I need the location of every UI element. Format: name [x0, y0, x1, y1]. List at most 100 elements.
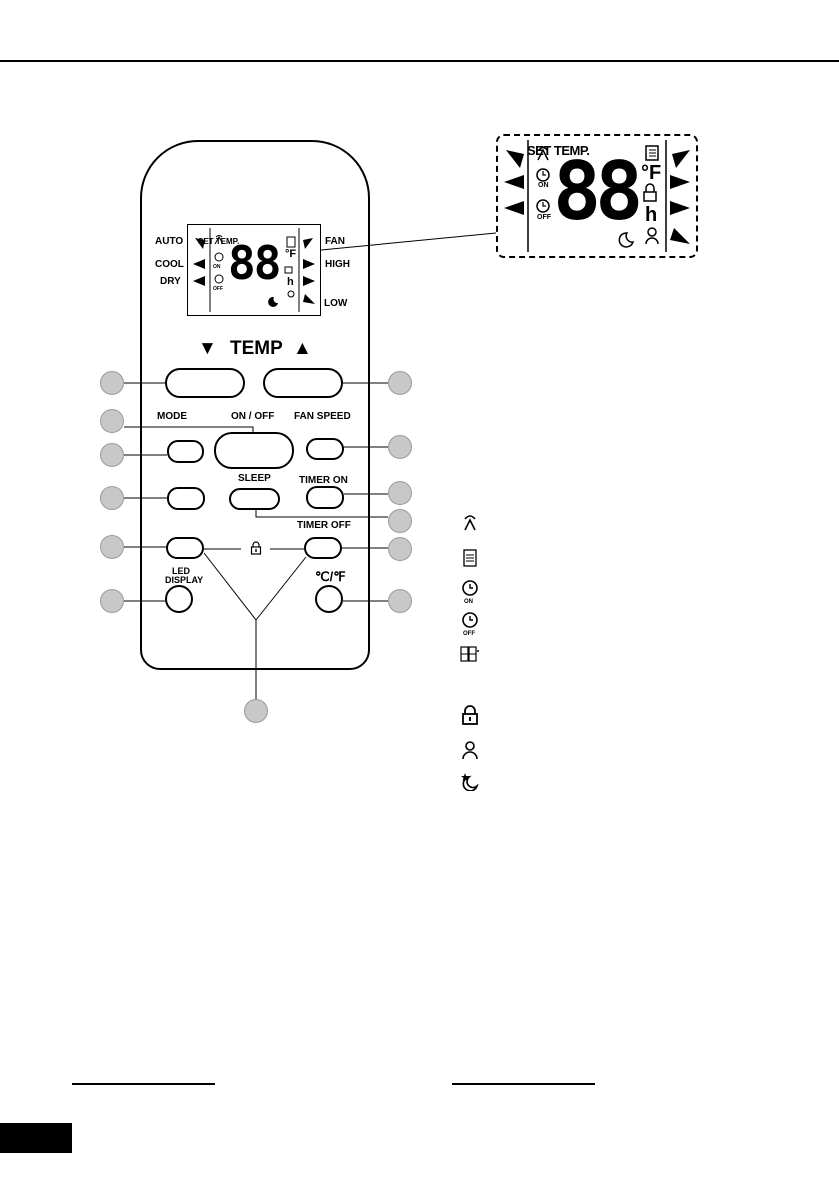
zoom-sleep-icon	[618, 232, 635, 248]
remote-control-body	[140, 140, 370, 670]
zoom-person-icon	[647, 227, 657, 237]
fan-label-fan: FAN	[325, 236, 345, 247]
lock-v-right	[255, 556, 307, 621]
lcd-digits: 88	[228, 236, 281, 290]
lcd-timer-on-icon	[214, 252, 224, 262]
lcd-arrow-auto	[195, 238, 205, 249]
callout-lock	[244, 699, 268, 723]
timer-on-icon	[462, 580, 478, 596]
temp-up-button[interactable]	[263, 368, 343, 398]
lock-v-left	[203, 552, 257, 621]
unit-toggle-button[interactable]	[315, 585, 343, 613]
callout-fan-speed	[388, 435, 412, 459]
lcd-zoom	[496, 134, 698, 258]
callout-timer-on	[388, 481, 412, 505]
zoom-set-temp: SET TEMP.	[527, 143, 590, 158]
unit-toggle-label: ℃/℉	[315, 569, 346, 584]
lcd-set-temp: SET TEMP.	[198, 237, 240, 246]
zoom-on-label: ON	[538, 182, 549, 189]
fan-label-high: HIGH	[325, 259, 350, 270]
lcd-arrow-dry	[193, 276, 205, 286]
zoom-timer-off-icon	[536, 199, 550, 213]
zoom-arrow-left-2	[504, 175, 524, 189]
zoom-unit: °F	[641, 162, 662, 184]
zoom-arrow-left-3	[504, 201, 524, 215]
footer-line-left	[72, 1083, 215, 1085]
zoom-arrow-right-4	[670, 228, 690, 244]
temp-label: TEMP	[230, 338, 283, 359]
zoom-arrow-right-2	[670, 175, 690, 189]
callout-temp-up	[388, 371, 412, 395]
lcd-lock-icon	[284, 266, 293, 274]
leader-on-off	[124, 426, 254, 434]
timer-on-button[interactable]	[306, 486, 344, 509]
lcd-arrow-fan	[303, 238, 313, 249]
top-rule	[0, 60, 839, 62]
mode-label-dry: DRY	[160, 276, 181, 287]
fan-speed-label: FAN SPEED	[294, 411, 351, 422]
lcd-zoom-glyphs	[504, 140, 690, 252]
timer-off-icon	[462, 612, 478, 628]
swing-icon	[463, 549, 477, 567]
sleep-icon	[461, 773, 479, 791]
lcd-timer-off-icon	[214, 274, 224, 284]
callout-sleep	[388, 509, 412, 533]
timer-off-label: TIMER OFF	[297, 520, 351, 531]
callout-on-off	[100, 409, 124, 433]
person-icon	[462, 741, 478, 760]
lock-left-button[interactable]	[166, 537, 204, 559]
lcd-arrow-low	[303, 294, 315, 304]
zoom-signal-icon	[537, 146, 549, 161]
lock-icon	[250, 541, 262, 555]
callout-timer-off	[388, 537, 412, 561]
zoom-timer-on-icon	[536, 168, 550, 182]
lcd-hour: h	[287, 276, 294, 288]
mode-label-auto: AUTO	[155, 236, 184, 247]
fan-speed-button[interactable]	[306, 438, 344, 460]
remote-lcd-glyphs	[193, 228, 315, 312]
timer-off-button[interactable]	[304, 537, 342, 559]
on-off-label: ON / OFF	[231, 411, 275, 422]
zoom-digits: 88	[553, 145, 643, 238]
signal-icon	[464, 515, 476, 531]
callout-temp-down	[100, 371, 124, 395]
lcd-unit: °F	[285, 248, 297, 260]
temp-digits-icon	[460, 646, 479, 662]
callout-unlabeled	[100, 486, 124, 510]
sleep-label: SLEEP	[238, 473, 271, 484]
zoom-off-label: OFF	[537, 214, 551, 221]
callout-led-display	[100, 589, 124, 613]
temp-up-arrow: ▲	[293, 338, 312, 359]
callout-mode	[100, 443, 124, 467]
timer-on-label: TIMER ON	[299, 475, 348, 486]
footer-page-block	[0, 1123, 72, 1153]
unlabeled-button[interactable]	[167, 487, 205, 510]
led-display-button[interactable]	[165, 585, 193, 613]
led-label-line1: LED	[172, 566, 190, 576]
lcd-sleep-icon	[268, 296, 278, 307]
lcd-arrow-med	[303, 276, 315, 286]
zoom-swing-icon	[645, 145, 659, 161]
lcd-on-label: ON	[213, 264, 221, 270]
lock-icon	[462, 705, 478, 725]
zoom-lock-icon	[645, 183, 655, 192]
lcd-off-label: OFF	[213, 286, 223, 292]
fan-label-low: LOW	[324, 298, 348, 309]
footer-line-right	[452, 1083, 595, 1085]
sleep-button[interactable]	[229, 488, 280, 510]
remote-lcd	[187, 224, 321, 316]
zoom-arrow-left-1	[506, 150, 524, 168]
on-off-button[interactable]	[214, 432, 294, 469]
zoom-leader-line	[320, 232, 497, 251]
zoom-arrow-right-1	[672, 150, 690, 168]
mode-button[interactable]	[167, 440, 204, 463]
mode-label-cool: COOL	[155, 259, 184, 270]
lcd-arrow-cool	[193, 259, 205, 269]
lcd-arrow-high	[303, 259, 315, 269]
led-label-line2: DISPLAY	[165, 575, 204, 585]
lcd-signal-icon	[214, 235, 224, 245]
callout-unit-toggle	[388, 589, 412, 613]
key-off-label: OFF	[463, 631, 475, 637]
temp-down-button[interactable]	[165, 368, 245, 398]
